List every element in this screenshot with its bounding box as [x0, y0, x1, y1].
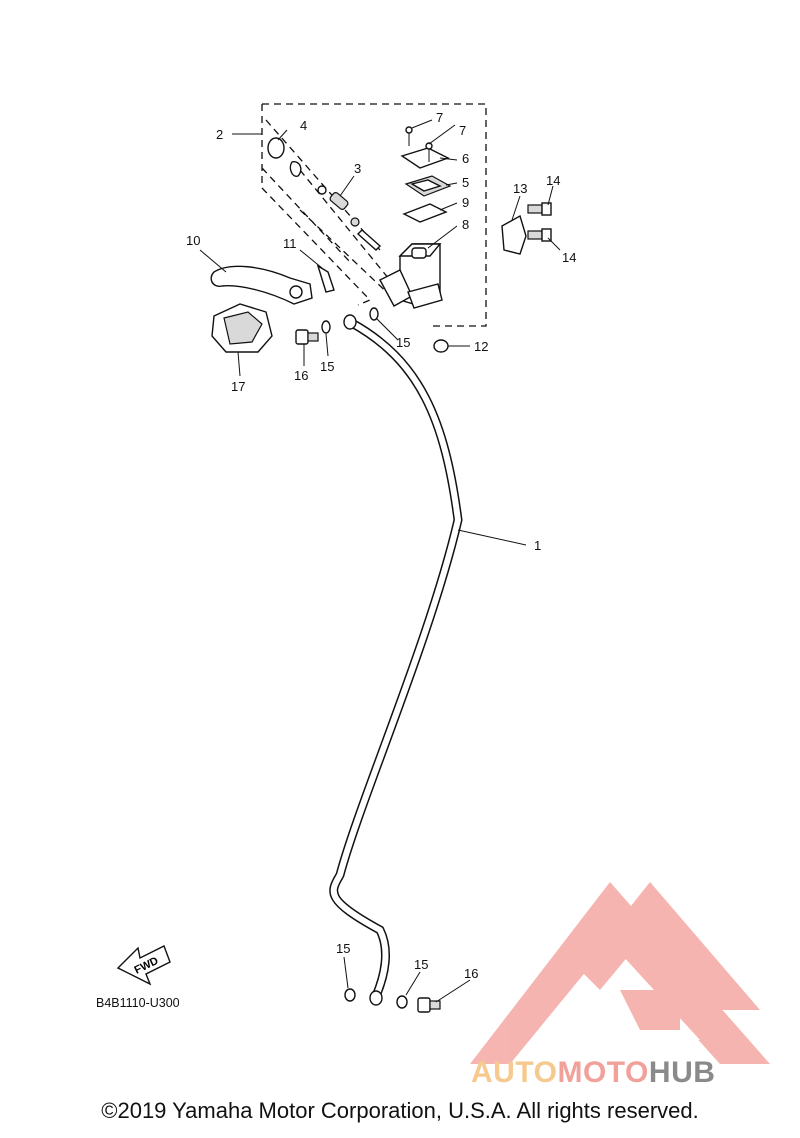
callout-14b: 14 — [562, 250, 576, 265]
union-bolt-lower — [417, 997, 441, 1013]
hose-upper-fitting — [343, 314, 357, 330]
callout-17: 17 — [231, 379, 245, 394]
diagram-code: B4B1110-U300 — [96, 996, 180, 1010]
callout-4: 4 — [300, 118, 307, 133]
callout-numbers: 1 2 3 4 5 6 7 7 8 9 10 11 12 13 14 14 15… — [186, 110, 576, 981]
callout-3: 3 — [354, 161, 361, 176]
callout-9: 9 — [462, 195, 469, 210]
hose-lower-fitting — [369, 990, 383, 1006]
forward-direction-arrow-icon: FWD — [116, 945, 171, 986]
bleed-cap — [433, 339, 449, 353]
callout-2: 2 — [216, 127, 223, 142]
reservoir-cap-parts — [400, 147, 452, 223]
master-cylinder-body — [379, 243, 443, 309]
brake-caliper — [211, 303, 273, 353]
copyright-notice: ©2019 Yamaha Motor Corporation, U.S.A. A… — [101, 1098, 699, 1123]
copper-washers — [321, 307, 408, 1009]
callout-12: 12 — [474, 339, 488, 354]
master-cylinder-group-box — [261, 103, 487, 327]
callout-16b: 16 — [464, 966, 478, 981]
dust-boot — [267, 137, 302, 177]
callout-7a: 7 — [436, 110, 443, 125]
callout-8: 8 — [462, 217, 469, 232]
callout-14a: 14 — [546, 173, 560, 188]
brake-lever — [210, 265, 313, 305]
piston-kit-dashed-guide — [261, 119, 399, 301]
callout-7b: 7 — [459, 123, 466, 138]
holder-bolts — [527, 202, 552, 242]
wordmark-hub: HUB — [648, 1056, 716, 1089]
piston-kit — [317, 185, 382, 251]
union-bolt-upper — [295, 329, 319, 345]
brand-wordmark: AUTOMOTOHUB — [471, 1056, 715, 1090]
callout-15d: 15 — [414, 957, 428, 972]
brake-hose — [329, 317, 463, 1001]
callout-13: 13 — [513, 181, 527, 196]
lever-pivot-bolt — [316, 264, 335, 293]
callout-15c: 15 — [336, 941, 350, 956]
callout-11: 11 — [283, 236, 297, 251]
leader-lines — [199, 119, 561, 1003]
callout-16a: 16 — [294, 368, 308, 383]
callout-10: 10 — [186, 233, 200, 248]
wordmark-moto: MOTO — [557, 1056, 649, 1089]
callout-5: 5 — [462, 175, 469, 190]
callout-6: 6 — [462, 151, 469, 166]
wordmark-auto: AUTO — [471, 1056, 558, 1089]
callout-15b: 15 — [320, 359, 334, 374]
cap-screws — [405, 126, 433, 162]
callout-15a: 15 — [396, 335, 410, 350]
master-cylinder-holder — [501, 214, 527, 255]
brand-logo-icon — [470, 882, 770, 1064]
callout-1: 1 — [534, 538, 541, 553]
